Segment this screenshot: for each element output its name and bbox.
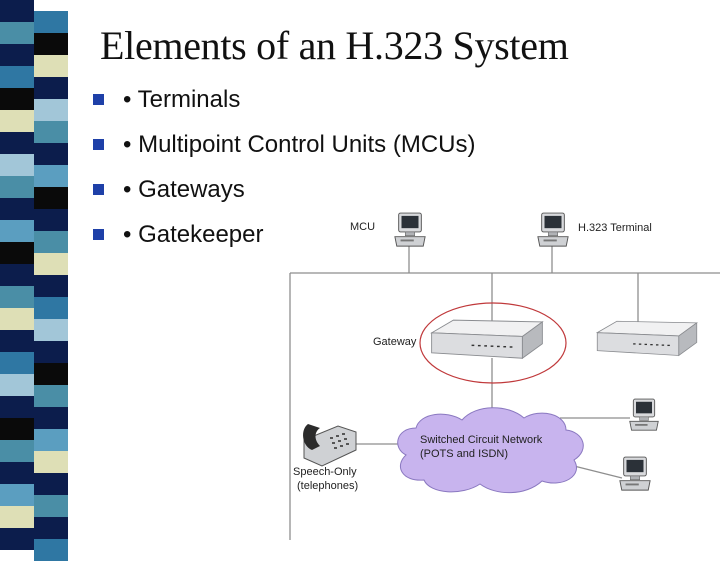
- stripe-block: [0, 88, 34, 110]
- stripe-block: [0, 154, 34, 176]
- gateway-device-icon-2: [596, 320, 698, 356]
- stripe-block: [0, 110, 34, 132]
- network-label-line1: Switched Circuit Network: [420, 434, 543, 446]
- stripe-block: [34, 319, 68, 341]
- stripe-block: [0, 176, 34, 198]
- gateway-device-icon: [431, 319, 543, 359]
- mcu-icon: [394, 212, 426, 247]
- stripe-block: [34, 121, 68, 143]
- stripe-block: [0, 242, 34, 264]
- phone-label-line1: Speech-Only: [293, 466, 357, 478]
- stripe-block: [0, 286, 34, 308]
- square-bullet-icon: [93, 139, 104, 150]
- stripe-block: [34, 297, 68, 319]
- bullet-text: • Gatekeeper: [123, 221, 264, 248]
- stripe-block: [34, 99, 68, 121]
- bullet-text: • Multipoint Control Units (MCUs): [123, 131, 476, 158]
- network-label-line2: (POTS and ISDN): [420, 448, 508, 460]
- stripe-block: [34, 55, 68, 77]
- decorative-stripe: [0, 0, 68, 561]
- stripe-block: [34, 407, 68, 429]
- stripe-block: [34, 473, 68, 495]
- stripe-block: [0, 0, 34, 22]
- stripe-block: [0, 506, 34, 528]
- stripe-block: [0, 352, 34, 374]
- stripe-block: [0, 462, 34, 484]
- mcu-label: MCU: [350, 221, 375, 233]
- stripe-block: [34, 231, 68, 253]
- stripe-block: [34, 187, 68, 209]
- terminal-pc-icon: [629, 398, 659, 431]
- gateway-highlight-ellipse: [419, 302, 567, 384]
- stripe-block: [34, 11, 68, 33]
- stripe-block: [34, 429, 68, 451]
- stripe-block: [0, 528, 34, 550]
- h323-terminal-label: H.323 Terminal: [578, 222, 652, 234]
- stripe-block: [34, 165, 68, 187]
- stripe-block: [0, 418, 34, 440]
- stripe-block: [0, 44, 34, 66]
- bullet-text: • Terminals: [123, 86, 241, 113]
- connection-lines: [289, 240, 720, 540]
- stripe-block: [34, 495, 68, 517]
- stripe-block: [0, 308, 34, 330]
- bullet-text: • Gateways: [123, 176, 245, 203]
- square-bullet-icon: [93, 94, 104, 105]
- stripe-block: [0, 264, 34, 286]
- terminal-pc-icon-2: [619, 456, 651, 491]
- stripe-block: [34, 341, 68, 363]
- stripe-block: [34, 363, 68, 385]
- stripe-block: [0, 22, 34, 44]
- stripe-block: [0, 484, 34, 506]
- slide-title: Elements of an H.323 System: [100, 23, 569, 68]
- stripe-block: [0, 220, 34, 242]
- switched-network-cloud-icon: [397, 407, 584, 494]
- stripe-block: [34, 517, 68, 539]
- stripe-block: [0, 132, 34, 154]
- h323-network-diagram: MCU H.323 Terminal Gateway Switched Circ…: [289, 212, 720, 540]
- stripe-block: [34, 385, 68, 407]
- stripe-block: [34, 275, 68, 297]
- stripe-block: [34, 33, 68, 55]
- stripe-block: [0, 374, 34, 396]
- phone-label-line2: (telephones): [297, 480, 358, 492]
- square-bullet-icon: [93, 184, 104, 195]
- stripe-block: [34, 539, 68, 561]
- stripe-block: [0, 440, 34, 462]
- stripe-block: [34, 209, 68, 231]
- square-bullet-icon: [93, 229, 104, 240]
- stripe-block: [34, 253, 68, 275]
- stripe-block: [0, 66, 34, 88]
- gateway-label: Gateway: [373, 336, 417, 348]
- stripe-block: [34, 451, 68, 473]
- telephone-icon: [303, 424, 357, 467]
- h323-terminal-icon: [537, 212, 569, 247]
- stripe-block: [0, 330, 34, 352]
- stripe-block: [34, 143, 68, 165]
- stripe-block: [34, 77, 68, 99]
- stripe-block: [0, 198, 34, 220]
- stripe-block: [0, 396, 34, 418]
